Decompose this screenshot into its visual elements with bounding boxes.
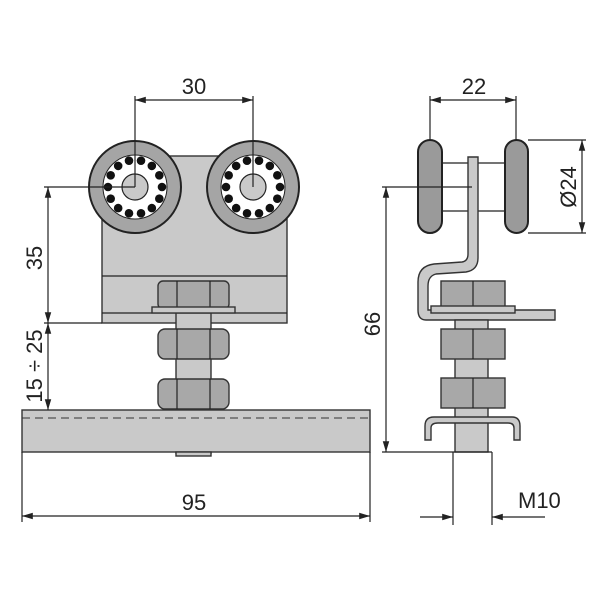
- dim-thread: M10: [518, 488, 561, 513]
- nut-middle: [157, 328, 230, 360]
- bearing-ball: [242, 209, 252, 218]
- bearing-ball: [155, 194, 164, 204]
- bearing-ball: [254, 156, 264, 165]
- bearing-ball: [265, 161, 275, 171]
- guide-bracket: [424, 416, 521, 441]
- dim-adjust-range: 15 ÷ 25: [22, 329, 47, 402]
- bearing-ball: [242, 156, 252, 165]
- dim-wheel-diameter: Ø24: [556, 166, 581, 208]
- bearing-ball: [275, 182, 285, 192]
- bearing-ball: [147, 161, 157, 171]
- bearing-ball: [124, 209, 134, 218]
- rail: [21, 409, 371, 453]
- side-wheel-right: [504, 139, 529, 234]
- dim-wheel-spacing: 30: [182, 74, 206, 99]
- bearing-ball: [136, 209, 146, 218]
- bearing-ball: [136, 156, 146, 165]
- bearing-ball: [273, 170, 282, 180]
- bearing-ball: [113, 161, 123, 171]
- bearing-ball: [124, 156, 134, 165]
- front-dimensions: 30 35 15 ÷ 25 95: [21, 74, 371, 522]
- nut-bottom: [157, 378, 230, 410]
- bearing-ball: [224, 170, 233, 180]
- bearing-ball: [221, 182, 231, 192]
- nut-top: [157, 280, 230, 310]
- bearing-ball: [231, 203, 241, 213]
- bearing-ball: [113, 203, 123, 213]
- bearing-ball: [273, 194, 282, 204]
- bracket: [417, 156, 556, 321]
- front-view: [21, 140, 371, 457]
- bearing-ball: [224, 194, 233, 204]
- bearing-ball: [155, 170, 164, 180]
- washer: [151, 306, 236, 314]
- dim-height-to-axle: 35: [22, 246, 47, 270]
- dim-wheel-width: 22: [462, 74, 486, 99]
- side-washer: [430, 305, 516, 314]
- bearing-ball: [147, 203, 157, 213]
- bearing-ball: [231, 161, 241, 171]
- bearing-ball: [106, 194, 115, 204]
- bearing-ball: [157, 182, 167, 192]
- dim-total-height: 66: [360, 312, 385, 336]
- side-view: [417, 139, 556, 453]
- side-dimensions: 22 Ø24 66 M10: [360, 74, 586, 525]
- bearing-ball: [265, 203, 275, 213]
- bearing-ball: [254, 209, 264, 218]
- bearing-ball: [106, 170, 115, 180]
- dim-rail-length: 95: [182, 490, 206, 515]
